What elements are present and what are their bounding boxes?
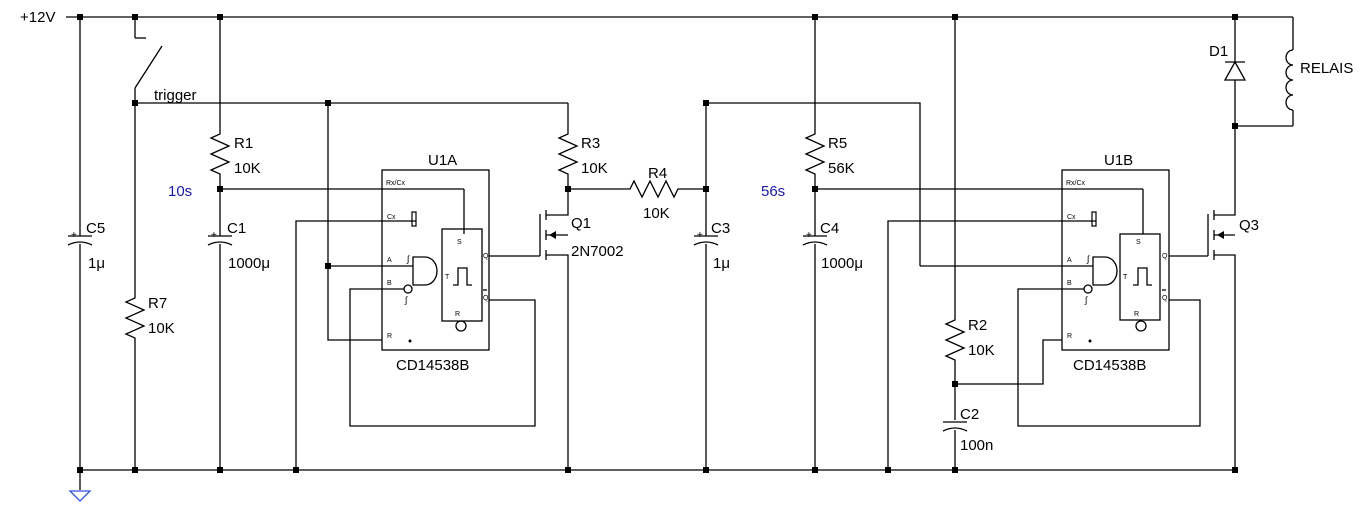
r1-name: R1 — [234, 135, 253, 152]
transistor-q3: Q3 — [1207, 126, 1259, 470]
c3-value: 1μ — [713, 255, 730, 272]
u1b-part: CD14538B — [1073, 357, 1146, 374]
r2-name: R2 — [968, 317, 987, 334]
svg-text:B: B — [1067, 280, 1072, 287]
r5-name: R5 — [828, 135, 847, 152]
wire-cx-gnd-b — [887, 220, 1096, 470]
d1-name: D1 — [1209, 43, 1228, 60]
ground-rail — [68, 469, 1235, 502]
r4-name: R4 — [648, 165, 667, 182]
capacitor-c5: + C5 1μ — [67, 17, 105, 470]
c2-name: C2 — [960, 406, 979, 423]
svg-text:A: A — [387, 257, 392, 264]
r7-value: 10K — [148, 320, 175, 337]
wire-cx-gnd-a — [295, 220, 416, 470]
relay-name: RELAIS — [1300, 60, 1353, 77]
trigger-label: trigger — [154, 87, 197, 104]
r3-value: 10K — [581, 160, 608, 177]
svg-text:+: + — [806, 230, 812, 241]
c5-name: C5 — [86, 220, 105, 237]
resistor-r3: R3 10K — [558, 103, 608, 189]
svg-text:S: S — [457, 239, 462, 246]
svg-text:+: + — [71, 230, 77, 241]
svg-text:+: + — [211, 230, 217, 241]
capacitor-c4: + C4 1000μ — [802, 220, 863, 470]
transistor-q1: Q1 2N7002 — [539, 189, 624, 470]
svg-text:Cx: Cx — [387, 214, 396, 221]
svg-text:Q: Q — [1162, 295, 1168, 302]
c3-name: C3 — [711, 220, 730, 237]
svg-text:∫: ∫ — [404, 295, 409, 305]
wire-trigger-reset — [327, 103, 382, 341]
resistor-r4: R4 10K — [568, 165, 706, 222]
r7-name: R7 — [148, 295, 167, 312]
q3-name: Q3 — [1239, 217, 1259, 234]
wire-qbar-b-feedback-a — [349, 288, 536, 427]
r1-value: 10K — [234, 160, 261, 177]
q1-name: Q1 — [571, 215, 591, 232]
timing-label-10s: 10s — [168, 183, 192, 200]
svg-text:R: R — [1134, 311, 1139, 318]
svg-text:T: T — [1123, 274, 1128, 281]
svg-text:Rx/Cx: Rx/Cx — [1066, 180, 1086, 187]
c5-value: 1μ — [88, 255, 105, 272]
resistor-r7: R7 10K — [125, 103, 175, 470]
timing-label-56s: 56s — [761, 183, 785, 200]
svg-text:∫: ∫ — [406, 254, 411, 264]
svg-text:Rx/Cx: Rx/Cx — [386, 180, 406, 187]
junction-dots — [77, 14, 1238, 473]
resistor-r5: R5 56K — [805, 17, 855, 236]
svg-text:T: T — [445, 274, 450, 281]
svg-text:A: A — [1067, 257, 1072, 264]
q1-part: 2N7002 — [571, 243, 624, 260]
capacitor-c1: + C1 1000μ — [207, 220, 270, 470]
r5-value: 56K — [828, 160, 855, 177]
ic-u1b: U1B CD14538B Rx/Cx Cx A B R S T R Q Q ∫ … — [1061, 152, 1170, 374]
u1b-name: U1B — [1104, 152, 1133, 169]
relay-coil: RELAIS — [1235, 17, 1353, 127]
ic-u1a: U1A CD14538B Rx/Cx Cx A B R S T R Q Q ∫ … — [381, 152, 490, 374]
c4-value: 1000μ — [821, 255, 863, 272]
resistor-r1: R1 10K — [210, 17, 261, 236]
svg-text:∫: ∫ — [1086, 254, 1091, 264]
svg-text:∫: ∫ — [1084, 295, 1089, 305]
svg-text:R: R — [455, 311, 460, 318]
capacitor-c3: + C3 1μ — [693, 102, 921, 470]
svg-text:+: + — [697, 230, 703, 241]
wire-qbar-b-feedback-b — [1017, 288, 1201, 427]
svg-text:Cx: Cx — [1067, 214, 1076, 221]
c2-value: 100n — [960, 437, 993, 454]
c1-value: 1000μ — [228, 255, 270, 272]
diode-d1: D1 — [1209, 17, 1247, 126]
ground-symbol — [68, 490, 92, 502]
c1-name: C1 — [227, 220, 246, 237]
wire-rc-reset-b — [955, 339, 1062, 385]
r2-value: 10K — [968, 342, 995, 359]
supply-label: +12V — [20, 9, 55, 26]
svg-text:S: S — [1136, 239, 1141, 246]
capacitor-c2: C2 100n — [942, 406, 993, 470]
c4-name: C4 — [820, 220, 839, 237]
trigger-net: trigger — [135, 87, 568, 104]
u1a-name: U1A — [428, 152, 457, 169]
svg-text:R: R — [387, 333, 392, 340]
r4-value: 10K — [643, 205, 670, 222]
svg-text:Q: Q — [483, 253, 489, 260]
r3-name: R3 — [581, 135, 600, 152]
resistor-r2: R2 10K — [945, 17, 995, 420]
svg-text:Q: Q — [1162, 253, 1168, 260]
svg-text:R: R — [1067, 333, 1072, 340]
svg-text:Q: Q — [483, 295, 489, 302]
u1a-part: CD14538B — [396, 357, 469, 374]
svg-text:B: B — [387, 280, 392, 287]
